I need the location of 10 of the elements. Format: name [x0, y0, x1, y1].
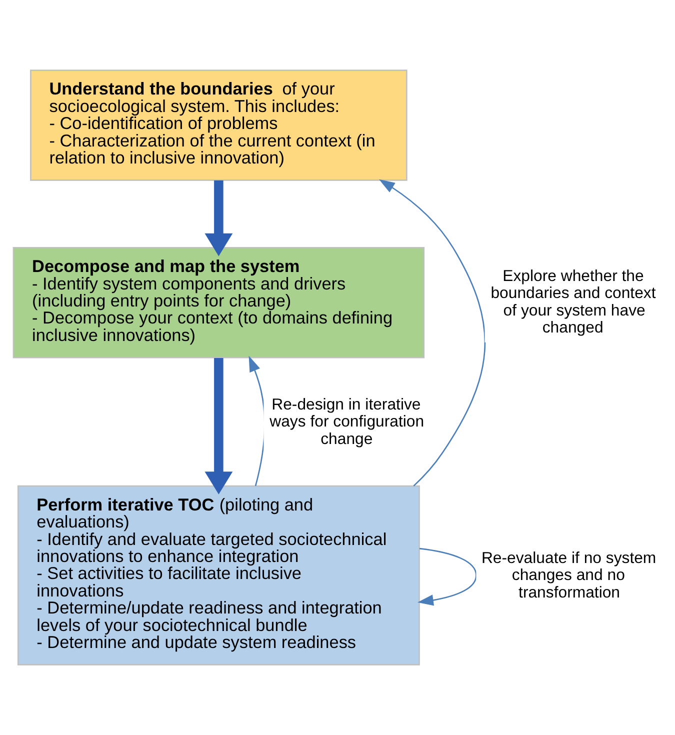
edge-label: Explore whether the boundaries and context of your system have changed	[490, 268, 656, 337]
arrow	[418, 548, 477, 606]
node-box: Perform iterative TOC (piloting and evaluations) - Identify and evaluate targeted sociotechnical innovations to enhance integration - Set activities to facilitate inclusive innovations - Determine/update readiness and integration levels of your sociotechnical bundle - Determine and update system readiness	[17, 485, 420, 666]
node-box: Decompose and map the system - Identify system components and drivers (including entry points for change) - Decompose your context (to domains defining inclusive innovations)	[12, 247, 425, 358]
node-box: Understand the boundaries of your socioecological system. This includes: - Co-identification of problems - Characterization of the current context (in relation to inclusive innovation)	[30, 70, 408, 181]
arrow	[204, 358, 233, 494]
edge-label: Re-evaluate if no system changes and no transformation	[481, 550, 656, 602]
arrow	[204, 180, 233, 256]
edge-label: Re-design in iterative ways for configuration change	[270, 396, 424, 448]
arrow	[378, 179, 486, 486]
